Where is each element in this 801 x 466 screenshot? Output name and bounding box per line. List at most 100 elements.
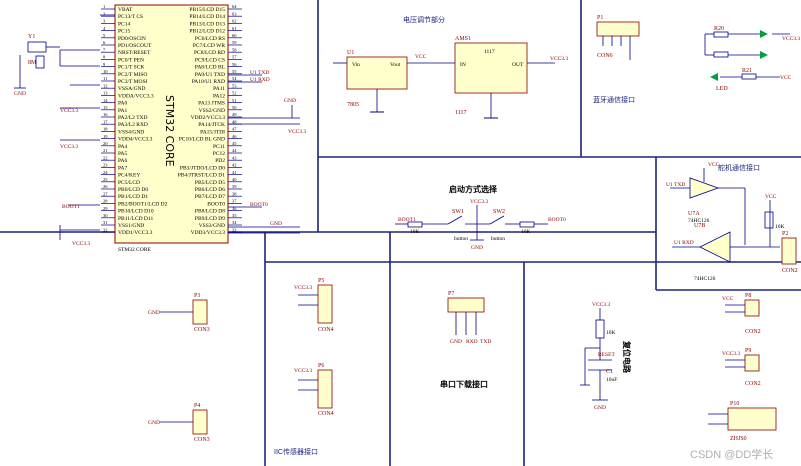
led-label: LED bbox=[716, 86, 728, 92]
reg2-in: IN bbox=[460, 62, 466, 68]
mcu-right-pin-number: 47 bbox=[232, 127, 237, 132]
net-u1rxd: U1 RXD bbox=[250, 77, 270, 83]
net-gnd-r: GND bbox=[284, 98, 296, 104]
mcu-right-pin-number: 44 bbox=[232, 148, 237, 153]
net-u1txd: U1 TXD bbox=[250, 70, 269, 76]
mcu-left-pin-number: 30 bbox=[103, 213, 108, 218]
mcu-left-pin-number: 3 bbox=[103, 19, 106, 24]
reg1-vin: Vin bbox=[352, 62, 360, 68]
mcu-left-pin-number: 22 bbox=[103, 155, 108, 160]
mcu-right-pin-number: 51 bbox=[232, 98, 237, 103]
mcu-label: STM32 CORE bbox=[163, 95, 176, 167]
u7a-val: 74HC126 bbox=[688, 218, 710, 224]
br-p8-ref: P8 bbox=[745, 293, 751, 299]
mcu-left-pin-name: VBAT bbox=[118, 7, 133, 13]
bt-value: CON6 bbox=[597, 53, 613, 59]
mcu-right-pin-number: 41 bbox=[232, 170, 237, 175]
boot-switches bbox=[395, 205, 548, 241]
mcu-left-pin-number: 32 bbox=[103, 227, 108, 232]
mcu-right-pin-name: PA14/JTCK bbox=[198, 122, 225, 128]
reset-circuit bbox=[580, 308, 612, 401]
buffer-u7b bbox=[672, 200, 780, 263]
motor-conn-ref: P2 bbox=[782, 231, 788, 237]
reset-r: 10K bbox=[606, 330, 616, 336]
led-3-icon bbox=[710, 73, 718, 81]
mcu-left-pin-name: PA2/L2 TXD bbox=[118, 115, 148, 121]
reset-gnd: GND bbox=[594, 405, 606, 411]
mcu-left-pin-number: 16 bbox=[103, 112, 108, 117]
uart-rxd: RXD bbox=[466, 339, 478, 345]
mcu-left-pin-number: 10 bbox=[103, 69, 108, 74]
boot-sw1: SW1 bbox=[452, 209, 464, 215]
mcu-left-pin-number: 25 bbox=[103, 177, 108, 182]
mcu-left-pin-name: VSS4/GND bbox=[118, 129, 144, 135]
mcu-right-pin-name: PC9/LCD CS bbox=[195, 57, 225, 63]
mcu-right-pin-name: PA9/U1 TXD bbox=[195, 72, 225, 78]
motor-section-title: 舵机通信接口 bbox=[718, 163, 760, 172]
mcu-right-pin-number: 60 bbox=[232, 33, 237, 38]
mcu-right-pin-number: 36 bbox=[232, 206, 237, 211]
led-r1: R20 bbox=[714, 26, 724, 32]
sensor-p1-val: CON3 bbox=[194, 327, 210, 333]
mcu-left-pin-name: PA6 bbox=[118, 158, 128, 164]
mcu-left-pin-number: 27 bbox=[103, 191, 108, 196]
boot-gnd: GND bbox=[471, 245, 483, 251]
mcu-left-pin-number: 23 bbox=[103, 163, 108, 168]
mcu-ref: STM32 CORE bbox=[118, 247, 151, 253]
mcu-left-pin-name: PA1 bbox=[118, 108, 128, 114]
mcu-right-wires bbox=[228, 74, 300, 234]
mcu-left-pin-number: 19 bbox=[103, 134, 108, 139]
mcu-right-pin-name: PC11 bbox=[213, 144, 225, 150]
mcu-left-pin-number: 31 bbox=[103, 220, 108, 225]
led-1-icon bbox=[760, 30, 768, 38]
u7a-ref: U7A bbox=[688, 211, 700, 217]
mcu-left-pin-number: 13 bbox=[103, 91, 108, 96]
led-r2: R21 bbox=[742, 68, 752, 74]
mcu-left-pin-number: 9 bbox=[103, 62, 106, 67]
mcu-right-pin-number: 56 bbox=[232, 62, 237, 67]
mcu-right-pin-name: PA12 bbox=[213, 93, 225, 99]
boot1-net: BOOT1 bbox=[62, 204, 80, 210]
sensor-conn-mid bbox=[298, 284, 333, 409]
buffer-u7a bbox=[670, 168, 746, 245]
mcu-right-pin-number: 64 bbox=[232, 4, 237, 9]
mcu-left-pin-name: PC0/T PEN bbox=[118, 57, 144, 63]
u7b-vcc: VCC bbox=[765, 194, 777, 200]
led-vcc: VCC3.3 bbox=[782, 36, 800, 42]
mcu-left-pin-name: PC14 bbox=[118, 21, 130, 27]
br-p9-ref: P9 bbox=[745, 348, 751, 354]
mcu-left-pin-name: PC3/T MOSI bbox=[118, 79, 148, 85]
u7b-out: U1 RXD bbox=[674, 240, 694, 246]
br-vcc2: VCC3.3 bbox=[722, 351, 740, 357]
mcu-right-pin-name: PB6/LCD D6 bbox=[195, 187, 225, 193]
mcu-left-pin-number: 6 bbox=[103, 40, 106, 45]
mcu-right-pin-name: VDD2/VCC3.3 bbox=[191, 115, 226, 121]
br-p9-val: CON2 bbox=[745, 381, 761, 387]
u7b-val: 74HC126 bbox=[694, 276, 716, 282]
mcu-right-pin-name: PA10/U1 RXD bbox=[192, 79, 225, 85]
u7b-r: 10K bbox=[775, 224, 785, 230]
mcu-left-pin-name: VSS1/GND bbox=[118, 223, 144, 229]
net-gnd-r2: GND bbox=[270, 221, 282, 227]
uart-connector bbox=[447, 297, 485, 335]
gnd-left: GND bbox=[14, 91, 26, 97]
sensor-p3-ref: P5 bbox=[318, 278, 324, 284]
sensor-conn-left bbox=[160, 299, 208, 435]
mcu-left-pin-name: PB1/LCD D1 bbox=[118, 194, 148, 200]
reg2-vcc33: VCC3.3 bbox=[550, 56, 568, 62]
net-vcc33-r: VCC3.3 bbox=[288, 129, 306, 135]
sensor-p2-val: CON3 bbox=[194, 437, 210, 443]
br-p10-ref: P10 bbox=[730, 401, 739, 407]
mcu-right-pin-name: VSS3/GND bbox=[199, 223, 225, 229]
mcu-right-pin-name: PA11 bbox=[213, 86, 225, 92]
mcu-right-pin-number: 57 bbox=[232, 55, 237, 60]
br-p8-val: CON2 bbox=[745, 329, 761, 335]
watermark: CSDN @DD学长 bbox=[690, 447, 773, 461]
bt-ref: P1 bbox=[597, 15, 603, 21]
sensor-vcc1: VCC3.3 bbox=[294, 285, 312, 291]
mcu-right-pin-name: VDD3/VCC3.3 bbox=[191, 230, 226, 236]
mcu-right-pin-name: PB14/LCD D14 bbox=[189, 14, 225, 20]
